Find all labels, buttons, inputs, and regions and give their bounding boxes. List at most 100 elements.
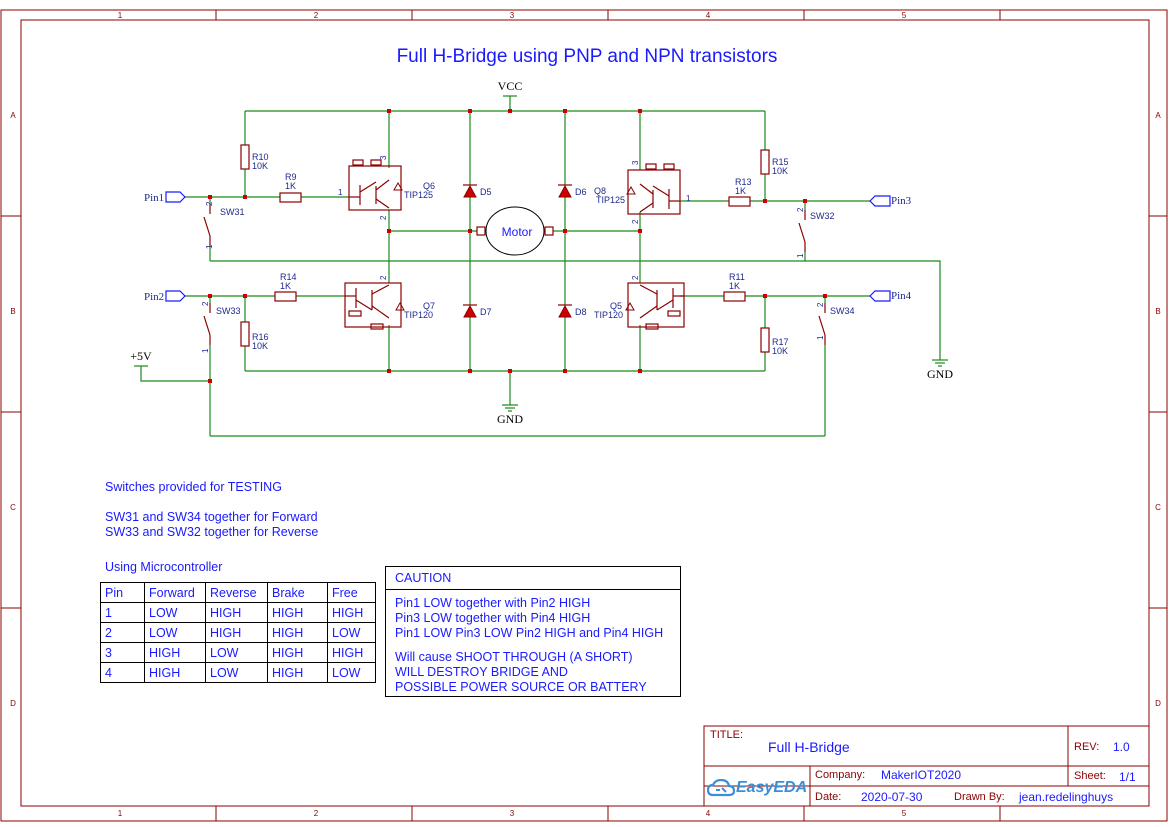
transistor-q5: [625, 282, 685, 330]
table-header-cell: Forward: [144, 582, 206, 603]
sheet-label: Sheet:: [1074, 770, 1106, 782]
q5-ref: Q5: [610, 301, 622, 311]
title-value: Full H-Bridge: [768, 739, 850, 755]
r15-ref: R15: [772, 157, 789, 167]
wires: [140, 96, 941, 437]
caution-warning-line: WILL DESTROY BRIDGE AND: [395, 665, 568, 679]
note-testing: Switches provided for TESTING: [105, 480, 282, 494]
col-label-top: 4: [706, 11, 711, 20]
gnd-symbol-center: [502, 404, 518, 412]
table-row: 4 HIGH LOW HIGH LOW: [100, 662, 376, 683]
q7-value: TIP120: [404, 310, 433, 320]
row-label-left: D: [10, 699, 16, 708]
diode-d6: [558, 184, 572, 198]
caution-box: CAUTION Pin1 LOW together with Pin2 HIGH…: [385, 566, 681, 697]
company-label: Company:: [815, 769, 866, 781]
note-reverse: SW33 and SW32 together for Reverse: [105, 525, 319, 539]
table-cell: HIGH: [327, 642, 376, 663]
caution-line: Pin3 LOW together with Pin4 HIGH: [395, 611, 591, 625]
q6-value: TIP125: [404, 190, 433, 200]
table-cell: HIGH: [327, 602, 376, 623]
r14-value: 1K: [280, 281, 291, 291]
row-label-right: B: [1155, 307, 1160, 316]
r9-value: 1K: [285, 181, 296, 191]
table-cell: HIGH: [267, 622, 328, 643]
q8-pin2: 2: [631, 219, 640, 224]
resistor-r13: [728, 196, 751, 207]
resistor-r9: [279, 192, 302, 203]
col-label-bottom: 2: [314, 809, 319, 818]
q5-value: TIP120: [594, 310, 623, 320]
q7-ref: Q7: [423, 301, 435, 311]
sw34-pin1: 1: [816, 335, 825, 340]
table-cell: LOW: [144, 602, 206, 623]
junction-dots: [208, 109, 827, 383]
resistor-r16: [240, 321, 250, 347]
sw32-pin1: 1: [796, 253, 805, 258]
table-cell: HIGH: [205, 602, 268, 623]
switch-sw33: [203, 303, 211, 345]
port-pin3: [869, 195, 891, 207]
port-pin2-label: Pin2: [144, 291, 164, 303]
sw33-pin1: 1: [201, 348, 210, 353]
col-label-bottom: 5: [902, 809, 907, 818]
gnd-label-center: GND: [497, 412, 523, 426]
sheet-value: 1/1: [1119, 770, 1136, 784]
table-cell: HIGH: [205, 622, 268, 643]
caution-line: Pin1 LOW Pin3 LOW Pin2 HIGH and Pin4 HIG…: [395, 626, 664, 640]
col-label-bottom: 1: [118, 809, 123, 818]
r13-ref: R13: [735, 177, 752, 187]
vcc-label: VCC: [498, 79, 523, 93]
transistor-q7: [344, 282, 405, 330]
table-cell: LOW: [327, 662, 376, 683]
pin-truth-table: Pin Forward Reverse Brake Free 1 LOW HIG…: [100, 582, 376, 683]
sw31-pin2: 2: [205, 201, 214, 206]
resistor-r14: [274, 291, 297, 302]
resistor-r17: [760, 327, 770, 353]
table-header-cell: Reverse: [205, 582, 268, 603]
drawn-value: jean.redelinghuys: [1019, 790, 1114, 804]
port-pin4: [869, 290, 891, 302]
port-pin2: [165, 290, 186, 302]
rev-value: 1.0: [1113, 740, 1130, 754]
title-label: TITLE:: [710, 729, 744, 741]
date-value: 2020-07-30: [861, 790, 923, 804]
r16-value: 10K: [252, 341, 268, 351]
table-row: 3 HIGH LOW HIGH HIGH: [100, 642, 376, 663]
gnd-label-right: GND: [927, 367, 953, 381]
table-cell: LOW: [144, 622, 206, 643]
d5-ref: D5: [480, 187, 492, 197]
schematic-title: Full H-Bridge using PNP and NPN transist…: [397, 46, 778, 67]
table-cell: HIGH: [144, 642, 206, 663]
d6-ref: D6: [575, 187, 587, 197]
rev-label: REV:: [1074, 741, 1100, 753]
resistor-r10: [240, 144, 250, 170]
plus5v-label: +5V: [130, 349, 152, 363]
caution-line: Pin1 LOW together with Pin2 HIGH: [395, 596, 591, 610]
q8-pin1: 1: [686, 194, 691, 203]
r17-ref: R17: [772, 337, 789, 347]
row-label-right: A: [1155, 111, 1161, 120]
q6-ref: Q6: [423, 181, 435, 191]
port-pin1-label: Pin1: [144, 192, 164, 204]
table-cell: 1: [100, 602, 145, 623]
switch-sw34: [818, 303, 826, 345]
col-label-top: 2: [314, 11, 319, 20]
sw33-pin2: 2: [201, 301, 210, 306]
r10-value: 10K: [252, 161, 268, 171]
note-micro: Using Microcontroller: [105, 560, 223, 574]
sw31-pin1: 1: [205, 244, 214, 249]
caution-title: CAUTION: [386, 567, 680, 590]
sw34-ref: SW34: [830, 306, 855, 316]
diode-d8: [558, 304, 572, 318]
table-cell: HIGH: [267, 602, 328, 623]
switch-sw31: [203, 204, 211, 246]
drawn-label: Drawn By:: [954, 791, 1005, 803]
table-row: 1 LOW HIGH HIGH HIGH: [100, 602, 376, 623]
table-cell: HIGH: [144, 662, 206, 683]
row-label-left: A: [10, 111, 16, 120]
table-cell: LOW: [205, 642, 268, 663]
resistor-r11: [723, 291, 746, 302]
q8-pin3: 3: [631, 160, 640, 165]
